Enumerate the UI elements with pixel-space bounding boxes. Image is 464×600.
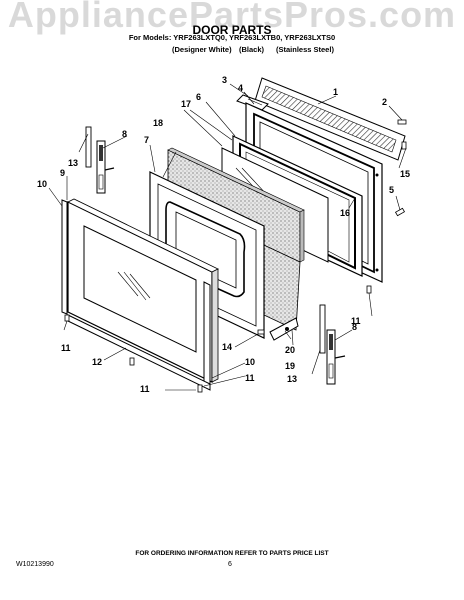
page-title: DOOR PARTS xyxy=(192,23,272,37)
watermark: AppliancePartsPros.com xyxy=(7,0,457,35)
screw-5 xyxy=(394,207,406,217)
screw-11-bottom xyxy=(129,357,135,366)
callout-13-bottom: 13 xyxy=(287,374,298,384)
part-vent-trim xyxy=(254,77,406,161)
screw-2 xyxy=(397,119,407,125)
screw-11-left xyxy=(64,314,70,322)
ordering-info: FOR ORDERING INFORMATION REFER TO PARTS … xyxy=(135,550,329,557)
callout-20: 20 xyxy=(285,345,296,355)
callout-19: 19 xyxy=(285,361,296,371)
variant-designer-white: (Designer White) xyxy=(172,45,232,54)
callout-15: 15 xyxy=(400,169,411,179)
variant-stainless: (Stainless Steel) xyxy=(276,45,334,54)
leader-lines xyxy=(48,83,407,391)
part-latch-bracket xyxy=(269,317,299,341)
part-hinge-right xyxy=(326,329,346,385)
callout-3: 3 xyxy=(222,75,228,85)
screw-11-right xyxy=(366,285,372,294)
screw-11-corner xyxy=(197,384,203,393)
callout-13-top: 13 xyxy=(68,158,79,168)
callout-8-bottom: 8 xyxy=(352,322,358,332)
part-side-trim-right xyxy=(203,281,211,389)
callout-9: 9 xyxy=(60,168,66,178)
part-hinge-receiver-right xyxy=(319,304,326,354)
part-hinge-left xyxy=(96,140,115,194)
part-side-trim-left xyxy=(61,199,68,315)
callout-11-mid: 11 xyxy=(245,373,255,383)
callout-11-bottom: 11 xyxy=(140,384,150,394)
page-number: 6 xyxy=(228,561,232,568)
callout-7: 7 xyxy=(144,135,150,145)
variant-black: (Black) xyxy=(239,45,265,54)
callout-10-left: 10 xyxy=(37,179,48,189)
callout-16: 16 xyxy=(340,208,351,218)
model-list: For Models: YRF263LXTQ0, YRF263LXTB0, YR… xyxy=(128,33,336,42)
callout-6: 6 xyxy=(196,92,202,102)
screw-14 xyxy=(257,329,265,335)
document-number: W10213990 xyxy=(16,561,54,568)
callout-1: 1 xyxy=(333,87,339,97)
callout-4: 4 xyxy=(238,83,244,93)
callout-8-top: 8 xyxy=(122,129,128,139)
part-outer-door xyxy=(67,198,219,383)
part-hinge-receiver-left xyxy=(85,126,92,168)
callout-17: 17 xyxy=(181,99,192,109)
callout-11-left: 11 xyxy=(61,343,71,353)
callout-18: 18 xyxy=(153,118,164,128)
callout-11-right: 11 xyxy=(351,316,361,326)
screw-15 xyxy=(401,141,407,150)
callout-12: 12 xyxy=(92,357,103,367)
callout-14: 14 xyxy=(222,342,233,352)
callout-5: 5 xyxy=(389,185,395,195)
callout-10-right: 10 xyxy=(245,357,256,367)
callout-2: 2 xyxy=(382,97,388,107)
